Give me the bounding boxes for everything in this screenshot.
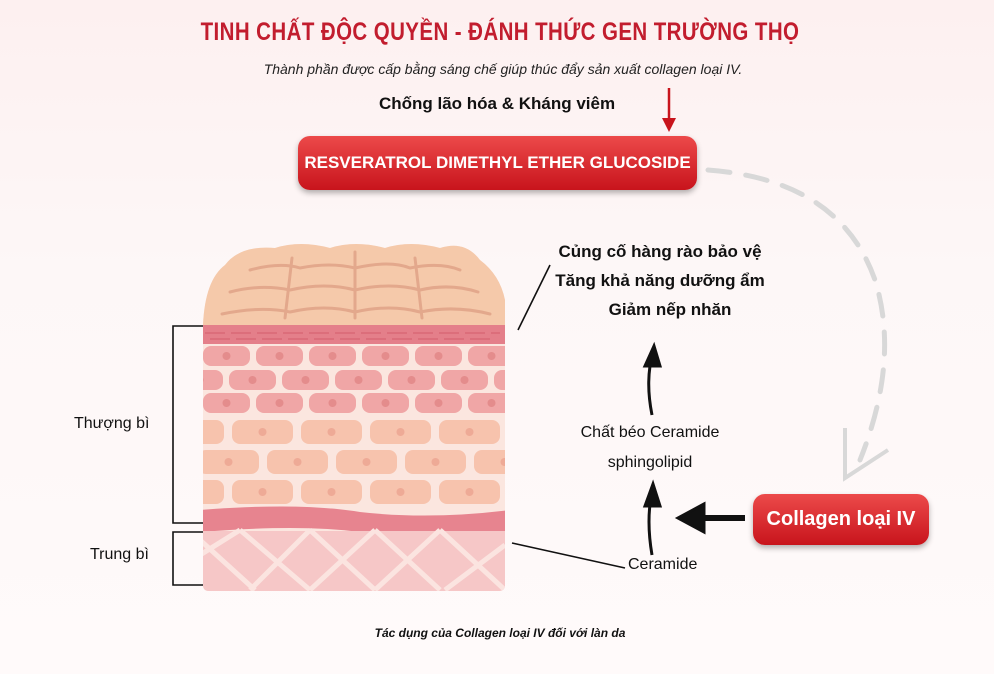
caption: Tác dụng của Collagen loại IV đối với là… [374, 626, 626, 640]
benefit-2: Tăng khả năng dưỡng ẩm [555, 271, 765, 290]
dashed-curve-arrow [705, 167, 888, 463]
bracket-lines [172, 264, 626, 586]
cell-nucleus [328, 399, 337, 407]
cell-nucleus [327, 488, 336, 496]
benefit-1: Củng cố hàng rào bảo vệ [558, 242, 762, 261]
skin-cell [203, 370, 223, 390]
cell-nucleus [190, 428, 198, 436]
cell-nucleus [487, 399, 496, 407]
cell-nucleus [514, 376, 522, 384]
skin-cell [203, 420, 224, 444]
cell-nucleus [203, 376, 204, 384]
effect-heading: Chống lão hóa & Kháng viêm [378, 94, 616, 113]
cell-nucleus [248, 376, 257, 384]
basement-membrane [203, 506, 505, 535]
cell-nucleus [275, 352, 284, 360]
cell-nucleus [258, 428, 267, 436]
ceramide-fat-label: Chất béo Ceramide [580, 424, 720, 441]
skin-cell [494, 370, 505, 390]
cell-nucleus [500, 458, 505, 466]
skin-cross-section [190, 244, 569, 591]
ingredient-button[interactable]: RESVERATROL DIMETHYL ETHER GLUCOSIDE [298, 136, 697, 190]
cell-nucleus [293, 458, 302, 466]
cell-nucleus [407, 376, 416, 384]
cell-nucleus [434, 399, 443, 407]
cell-nucleus [535, 428, 543, 436]
cell-nucleus [431, 458, 440, 466]
flow-arrows [642, 341, 745, 556]
cell-nucleus [487, 352, 496, 360]
cell-nucleus [381, 399, 390, 407]
cell-nucleus [190, 488, 198, 496]
cell-nucleus [354, 376, 363, 384]
skin-cell [203, 480, 224, 504]
skin-cell [508, 480, 569, 504]
collagen-button[interactable]: Collagen loại IV [753, 494, 929, 545]
cell-nucleus [301, 376, 310, 384]
red-down-arrow [662, 88, 676, 132]
ceramide-label: Ceramide [628, 556, 698, 573]
benefit-3: Giảm nếp nhăn [608, 300, 732, 319]
cell-nucleus [275, 399, 284, 407]
cell-nucleus [460, 376, 469, 384]
page-title: TINH CHẤT ĐỘC QUYỀN - ĐÁNH THỨC GEN TRƯỜ… [200, 18, 800, 46]
cell-nucleus [396, 488, 405, 496]
cell-nucleus [535, 488, 543, 496]
cell-nucleus [362, 458, 371, 466]
cell-nucleus [381, 352, 390, 360]
cell-nucleus [434, 352, 443, 360]
cell-nucleus [328, 352, 337, 360]
cell-nucleus [224, 458, 233, 466]
cell-nucleus [327, 428, 336, 436]
dermis-label: Trung bì [90, 546, 149, 563]
cell-nucleus [258, 488, 267, 496]
sphingolipid-label: sphingolipid [607, 454, 693, 471]
cell-nucleus [465, 428, 474, 436]
cell-nucleus [396, 428, 405, 436]
epidermis-label: Thượng bì [74, 415, 150, 432]
cell-nucleus [222, 399, 231, 407]
cell-nucleus [465, 488, 474, 496]
cell-nucleus [222, 352, 231, 360]
subtitle: Thành phần được cấp bằng sáng chế giúp t… [263, 61, 743, 77]
